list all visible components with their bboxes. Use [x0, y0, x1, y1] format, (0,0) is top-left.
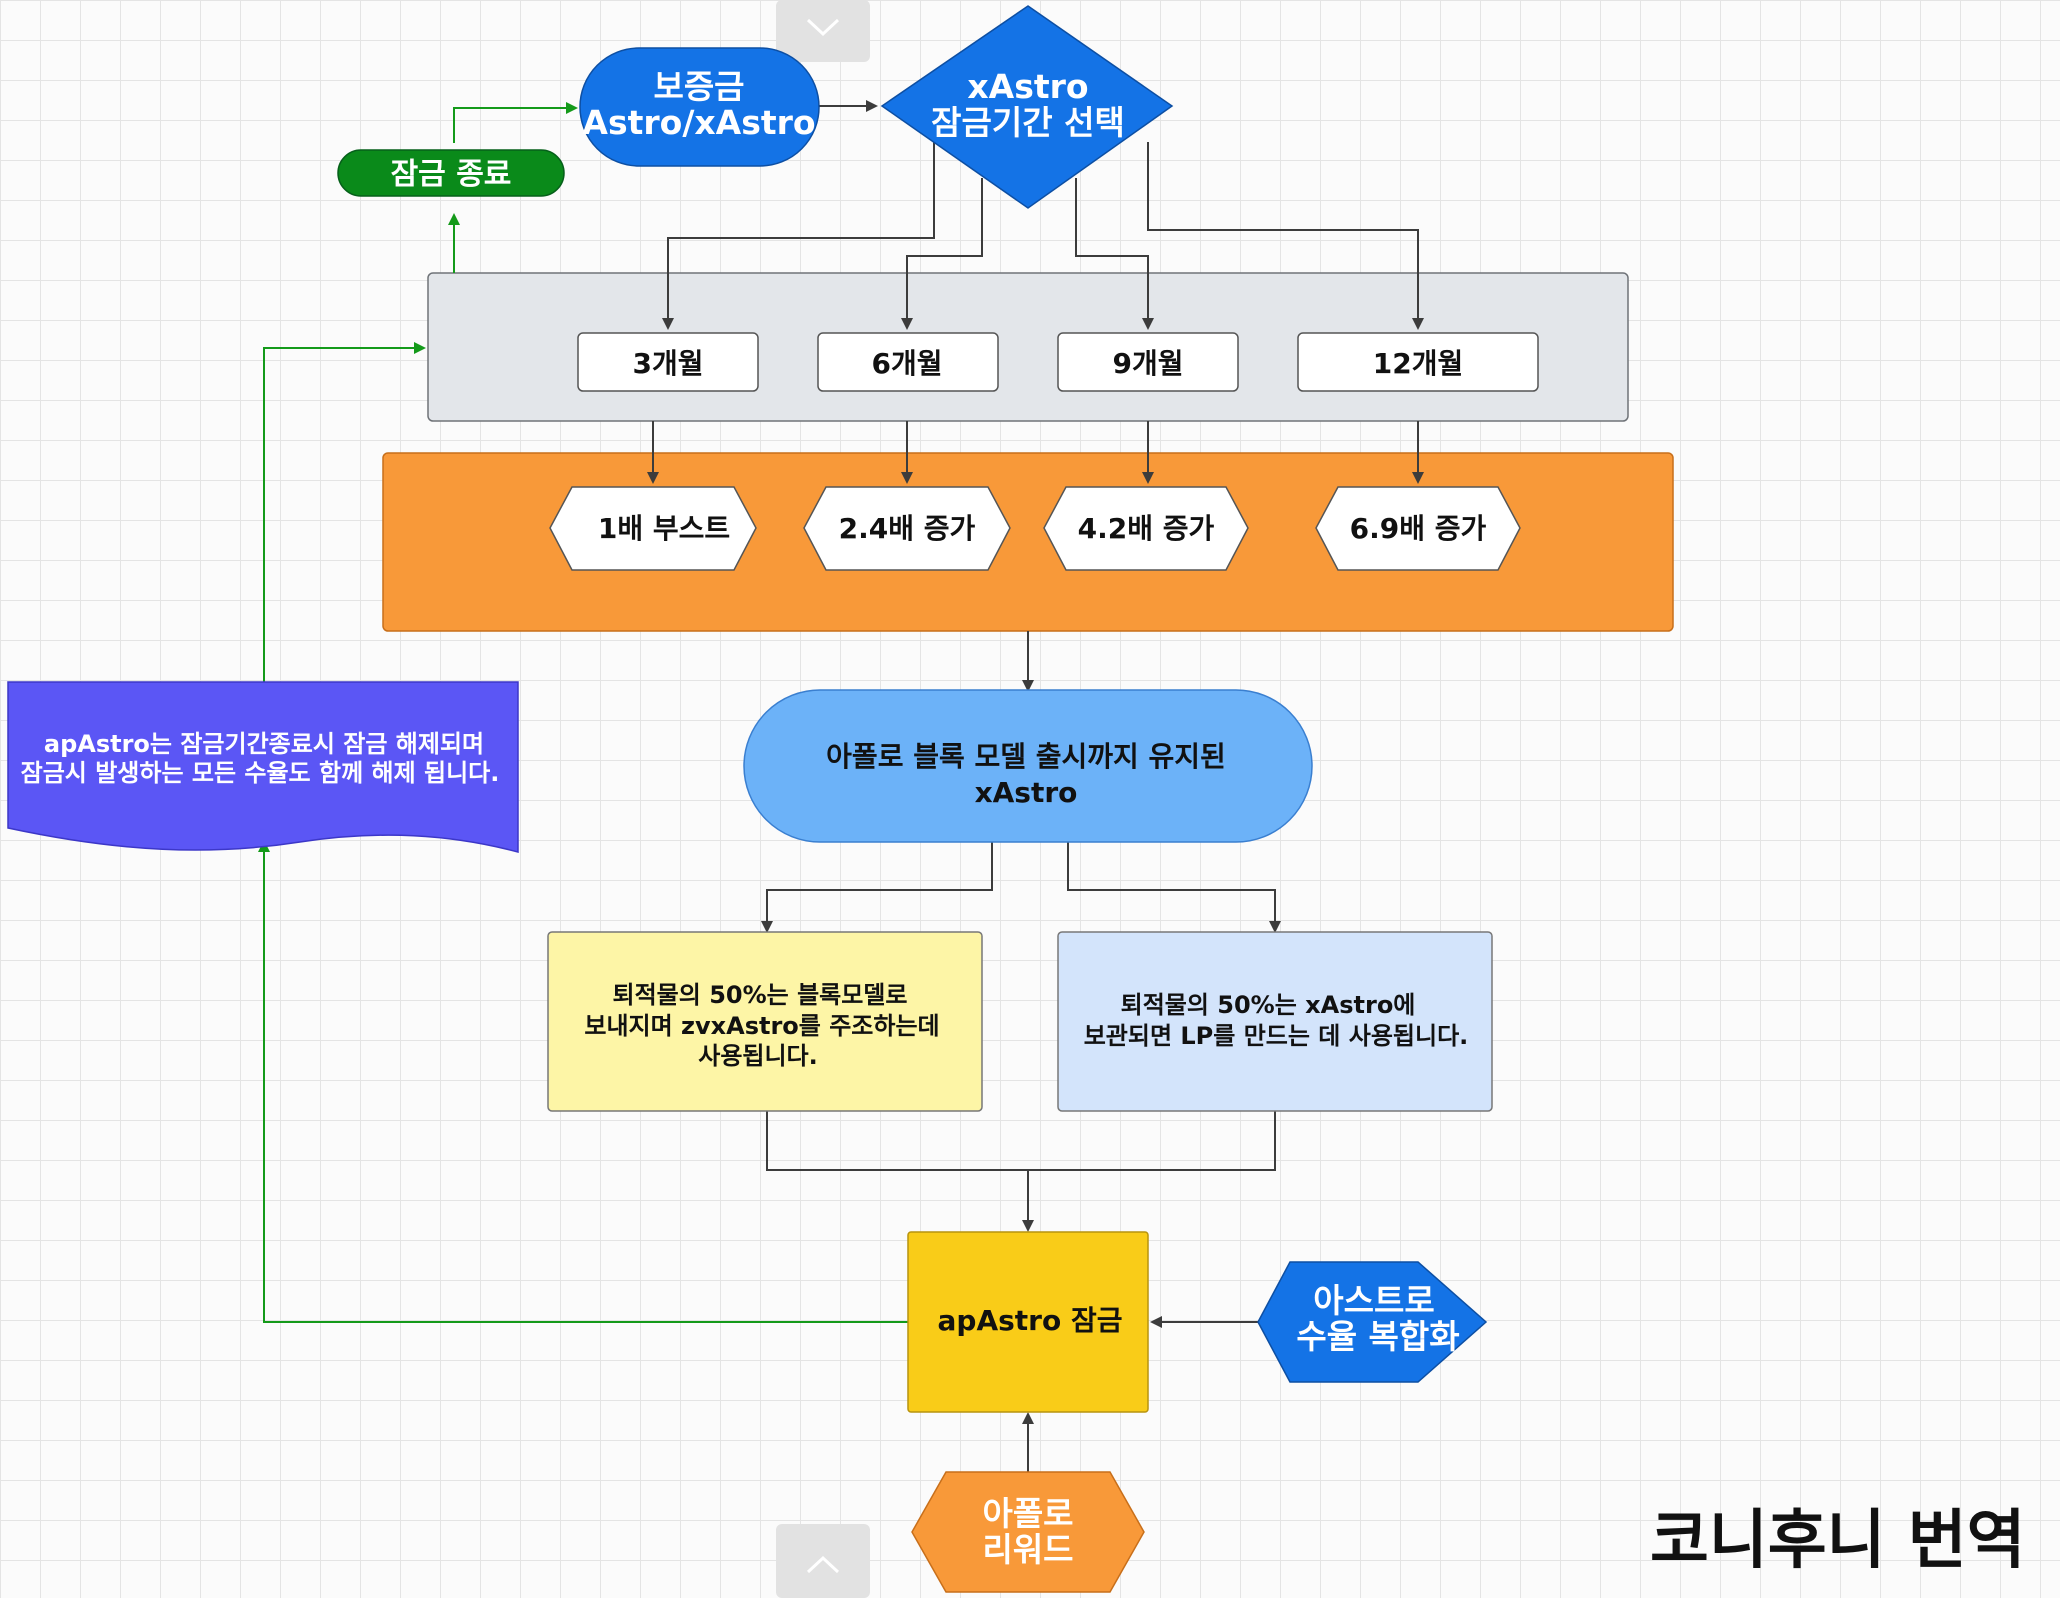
boost-6.9x-label: 6.9배 증가 [1350, 512, 1487, 545]
boost-6.9x-node[interactable]: 6.9배 증가 [1315, 486, 1521, 571]
deposit-node[interactable]: 보증금 Astro/xAstro [579, 47, 820, 167]
block-model-label-1: 퇴적물의 50%는 블록모델로 [613, 981, 908, 1009]
lock-end-node[interactable]: 잠금 종료 [337, 149, 565, 197]
chevron-up-icon [806, 1555, 840, 1574]
edge-aplock-to-note [258, 840, 908, 1323]
edge-lockend-to-deposit [453, 102, 578, 143]
unlock-note-label-2: 잠금시 발생하는 모든 수율도 함께 해제 됩니다. [21, 759, 500, 787]
lp-box[interactable]: 퇴적물의 50%는 xAstro에 보관되면 LP를 만드는 데 사용됩니다. [1057, 931, 1493, 1112]
lp-label-2: 보관되면 LP를 만드는 데 사용됩니다. [1084, 1022, 1469, 1050]
edge-kept-to-right [1067, 842, 1281, 933]
period-9m-label: 9개월 [1112, 347, 1183, 380]
edge-right-to-aplock [1028, 1111, 1276, 1171]
block-model-label-2: 보내지며 zvxAstro를 주조하는데 [584, 1012, 939, 1040]
edge-left-to-aplock [766, 1111, 1034, 1232]
collapse-bottom-handle[interactable] [776, 1524, 870, 1598]
deposit-label-1: 보증금 [653, 67, 744, 106]
unlock-note-node[interactable]: apAstro는 잠금기간종료시 잠금 해제되며 잠금시 발생하는 모든 수율도… [7, 681, 519, 853]
collapse-top-handle[interactable] [776, 0, 870, 62]
edge-kept-to-left [761, 842, 993, 933]
period-6m-label: 6개월 [871, 347, 942, 380]
boost-2.4x-label: 2.4배 증가 [839, 512, 976, 545]
select-period-label-1: xAstro [967, 67, 1088, 106]
edge-select-to-3m [662, 142, 935, 330]
unlock-note-label-1: apAstro는 잠금기간종료시 잠금 해제되며 [44, 730, 484, 758]
period-12m-label: 12개월 [1373, 347, 1464, 380]
edge-select-to-12m [1147, 142, 1424, 330]
edge-select-to-9m [1075, 178, 1154, 330]
compound-yield-label-2: 수율 복합화 [1296, 1317, 1459, 1356]
period-12m-node[interactable]: 12개월 [1297, 332, 1539, 392]
boost-1x-node[interactable]: 1배 부스트 [549, 486, 757, 571]
xastro-kept-node[interactable]: 아폴로 블록 모델 출시까지 유지된 xAstro [743, 689, 1313, 843]
block-model-label-3: 사용됩니다. [698, 1042, 818, 1070]
boost-4.2x-label: 4.2배 증가 [1078, 512, 1215, 545]
lp-label-1: 퇴적물의 50%는 xAstro에 [1121, 991, 1416, 1019]
edge-note-to-panel [263, 342, 426, 682]
compound-yield-node[interactable]: 아스트로 수율 복합화 [1257, 1261, 1488, 1383]
boost-4.2x-node[interactable]: 4.2배 증가 [1043, 486, 1249, 571]
apollo-reward-label-1: 아폴로 [982, 1494, 1073, 1533]
period-3m-node[interactable]: 3개월 [577, 332, 759, 392]
chevron-down-icon [806, 18, 840, 37]
edge-select-to-6m [901, 178, 983, 330]
period-6m-node[interactable]: 6개월 [817, 332, 999, 392]
lock-end-label: 잠금 종료 [391, 157, 512, 192]
block-model-box[interactable]: 퇴적물의 50%는 블록모델로 보내지며 zvxAstro를 주조하는데 사용됩… [547, 931, 983, 1112]
translator-watermark: 코니후니 번역 [1650, 1504, 2026, 1578]
apollo-reward-node[interactable]: 아폴로 리워드 [911, 1471, 1145, 1593]
apollo-reward-label-2: 리워드 [982, 1530, 1073, 1569]
apastro-lock-label: apAstro 잠금 [938, 1304, 1123, 1337]
xastro-kept-label-1: 아폴로 블록 모델 출시까지 유지된 [826, 740, 1226, 773]
apastro-lock-node[interactable]: apAstro 잠금 [907, 1231, 1149, 1413]
period-3m-label: 3개월 [632, 347, 703, 380]
boost-1x-label: 1배 부스트 [598, 512, 730, 545]
xastro-kept-label-2: xAstro [975, 776, 1078, 809]
select-period-label-2: 잠금기간 선택 [931, 103, 1125, 142]
select-period-node[interactable]: xAstro 잠금기간 선택 [880, 5, 1174, 209]
boost-2.4x-node[interactable]: 2.4배 증가 [803, 486, 1011, 571]
compound-yield-label-1: 아스트로 [1313, 1281, 1434, 1320]
deposit-label-2: Astro/xAstro [582, 103, 815, 142]
period-9m-node[interactable]: 9개월 [1057, 332, 1239, 392]
